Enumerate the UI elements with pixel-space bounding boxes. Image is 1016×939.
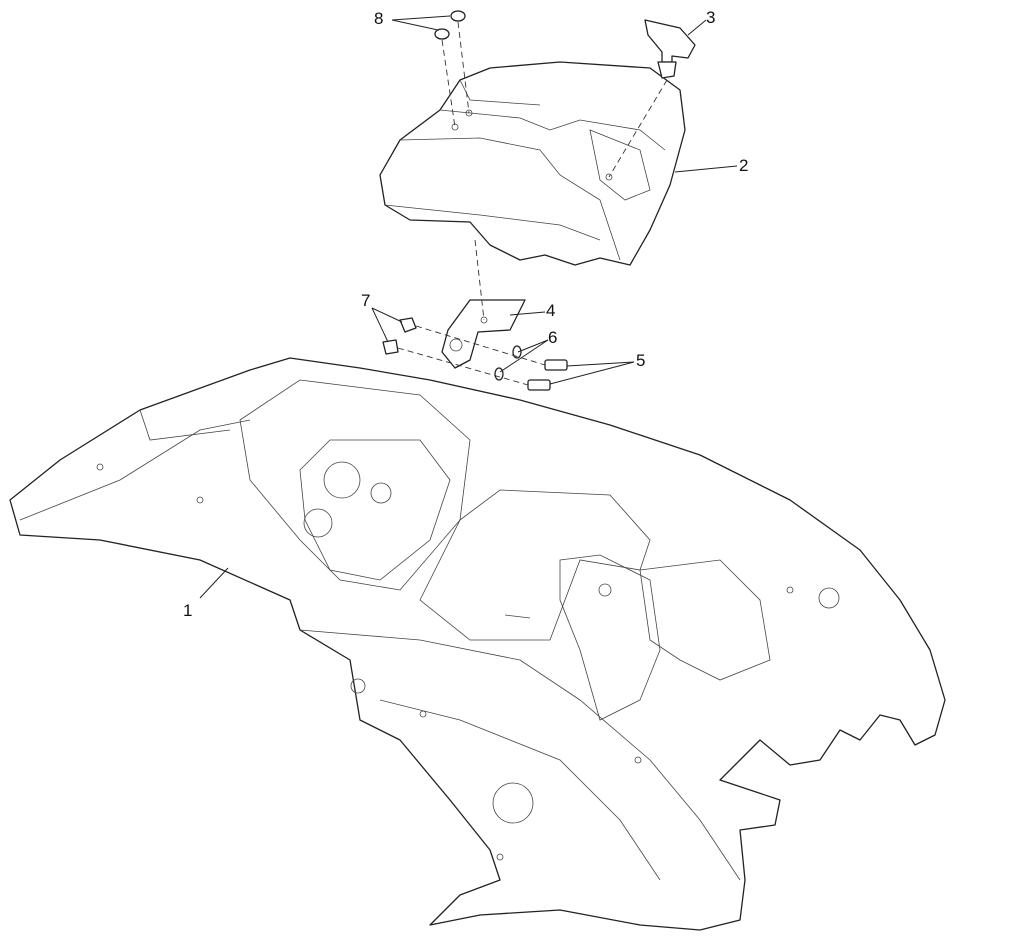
callout-2: 2 — [739, 156, 748, 175]
bolts-part-5 — [527, 359, 568, 391]
rear-fender-part-1 — [9, 357, 946, 931]
bracket-part-4 — [441, 299, 526, 369]
callout-5: 5 — [636, 351, 645, 370]
assembly-lines — [397, 21, 668, 386]
nuts-part-7 — [382, 317, 417, 355]
callout-3: 3 — [706, 8, 715, 27]
callout-7: 7 — [361, 291, 370, 310]
washers-part-6 — [494, 345, 522, 381]
callout-6: 6 — [548, 328, 557, 347]
callout-4: 4 — [546, 301, 555, 320]
callout-8: 8 — [374, 9, 383, 28]
clips-part-8 — [434, 10, 466, 40]
leader-lines — [199, 15, 738, 599]
callout-labels: 1 2 3 4 5 6 7 8 — [183, 8, 748, 620]
cover-part-2 — [379, 61, 686, 266]
knob-part-3 — [644, 19, 696, 79]
callout-1: 1 — [183, 601, 192, 620]
